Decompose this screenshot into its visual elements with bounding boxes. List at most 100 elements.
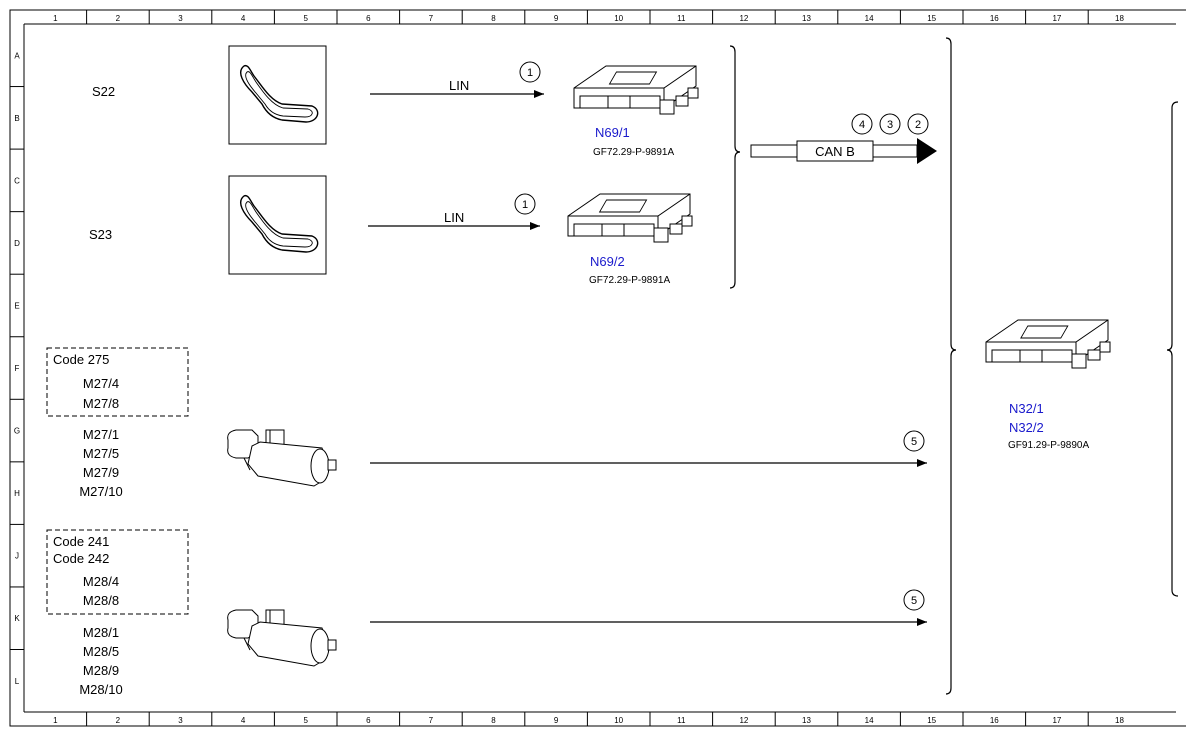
row-letter: F bbox=[15, 364, 20, 373]
control-unit-icon-n69-2 bbox=[567, 193, 693, 243]
circle-marker-can-3 bbox=[879, 113, 901, 135]
circle-marker-can-2 bbox=[907, 113, 929, 135]
n32-1-label: N32/1 bbox=[1009, 401, 1044, 416]
column-number: 1 bbox=[53, 716, 58, 725]
brace-n32 bbox=[945, 37, 957, 695]
column-number: 17 bbox=[1052, 716, 1061, 725]
row-letter: B bbox=[14, 114, 19, 123]
row-letter: J bbox=[15, 552, 19, 561]
column-number: 18 bbox=[1115, 14, 1124, 23]
column-number: 9 bbox=[554, 14, 559, 23]
column-number: 18 bbox=[1115, 716, 1124, 725]
n32-2-label: N32/2 bbox=[1009, 420, 1044, 435]
n69-1-label: N69/1 bbox=[595, 125, 630, 140]
circle-marker-m28 bbox=[903, 589, 925, 611]
circle-text-m27: 5 bbox=[911, 436, 917, 448]
m28-1-label: M28/1 bbox=[83, 625, 119, 640]
column-number: 6 bbox=[366, 14, 371, 23]
circle-text-lin1: 1 bbox=[527, 67, 533, 79]
s22-label: S22 bbox=[92, 84, 115, 99]
column-number: 10 bbox=[614, 14, 623, 23]
column-number: 12 bbox=[739, 716, 748, 725]
brace-n69 bbox=[729, 45, 741, 289]
row-letter: L bbox=[15, 677, 20, 686]
seat-switch-icon-s22 bbox=[228, 45, 327, 145]
m28-4-label: M28/4 bbox=[83, 574, 119, 589]
column-number: 14 bbox=[865, 716, 874, 725]
column-number: 7 bbox=[429, 716, 434, 725]
column-number: 11 bbox=[677, 716, 686, 725]
column-number: 13 bbox=[802, 716, 811, 725]
column-number: 3 bbox=[178, 716, 183, 725]
s23-label: S23 bbox=[89, 227, 112, 242]
m27-9-label: M27/9 bbox=[83, 465, 119, 480]
m28-8-label: M28/8 bbox=[83, 593, 119, 608]
row-ruler: A B C D E F G H J K L bbox=[10, 51, 24, 686]
can-b-label: CAN B bbox=[815, 144, 855, 159]
seat-switch-icon-s23 bbox=[228, 175, 327, 275]
column-number: 10 bbox=[614, 716, 623, 725]
circle-marker-lin1 bbox=[519, 61, 541, 83]
column-number: 2 bbox=[116, 14, 121, 23]
row-letter: K bbox=[14, 614, 20, 623]
brace-right-partial bbox=[1166, 101, 1179, 597]
m27-4-label: M27/4 bbox=[83, 376, 119, 391]
control-unit-icon-n69-1 bbox=[573, 65, 699, 115]
circle-text-m28: 5 bbox=[911, 595, 917, 607]
circle-marker-lin2 bbox=[514, 193, 536, 215]
column-number: 6 bbox=[366, 716, 371, 725]
column-number: 9 bbox=[554, 716, 559, 725]
n69-2-ref: GF72.29-P-9891A bbox=[589, 275, 670, 286]
m28-5-label: M28/5 bbox=[83, 644, 119, 659]
column-number: 17 bbox=[1052, 14, 1061, 23]
motor-icon-m27 bbox=[227, 429, 337, 487]
column-number: 16 bbox=[990, 716, 999, 725]
circle-marker-can-4 bbox=[851, 113, 873, 135]
column-number: 3 bbox=[178, 14, 183, 23]
row-letter: E bbox=[14, 301, 19, 310]
can-bus-arrow bbox=[750, 138, 937, 164]
column-number: 7 bbox=[429, 14, 434, 23]
m27-1-label: M27/1 bbox=[83, 427, 119, 442]
row-letter: D bbox=[14, 239, 20, 248]
n32-ref: GF91.29-P-9890A bbox=[1008, 440, 1089, 451]
m27-optional-box bbox=[46, 347, 189, 417]
column-number: 1 bbox=[53, 14, 58, 23]
column-number: 8 bbox=[491, 14, 496, 23]
m28-code-241: Code 241 bbox=[53, 534, 109, 549]
column-number: 12 bbox=[739, 14, 748, 23]
column-number: 5 bbox=[303, 716, 308, 725]
column-number: 16 bbox=[990, 14, 999, 23]
column-number: 5 bbox=[303, 14, 308, 23]
circle-marker-m27 bbox=[903, 430, 925, 452]
control-unit-icon-n32 bbox=[985, 319, 1111, 369]
row-letter: G bbox=[14, 427, 20, 436]
circle-text-can-4: 4 bbox=[859, 119, 865, 131]
circle-text-can-2: 2 bbox=[915, 119, 921, 131]
m28-optional-box bbox=[46, 529, 189, 615]
m27-code-275: Code 275 bbox=[53, 352, 109, 367]
n69-1-ref: GF72.29-P-9891A bbox=[593, 147, 674, 158]
row-letter: H bbox=[14, 489, 20, 498]
column-number: 11 bbox=[677, 14, 686, 23]
circle-text-can-3: 3 bbox=[887, 119, 893, 131]
column-number: 2 bbox=[116, 716, 121, 725]
m27-10-label: M27/10 bbox=[79, 484, 122, 499]
m28-9-label: M28/9 bbox=[83, 663, 119, 678]
column-number: 8 bbox=[491, 716, 496, 725]
column-number: 15 bbox=[927, 716, 936, 725]
row-letter: A bbox=[14, 51, 20, 60]
n69-2-label: N69/2 bbox=[590, 254, 625, 269]
grid-frame bbox=[9, 9, 1186, 727]
m28-code-242: Code 242 bbox=[53, 551, 109, 566]
column-number: 4 bbox=[241, 14, 246, 23]
column-number: 4 bbox=[241, 716, 246, 725]
row-letter: C bbox=[14, 176, 20, 185]
column-number: 15 bbox=[927, 14, 936, 23]
lin-label-2: LIN bbox=[444, 210, 464, 225]
m27-8-label: M27/8 bbox=[83, 396, 119, 411]
circle-text-lin2: 1 bbox=[522, 199, 528, 211]
